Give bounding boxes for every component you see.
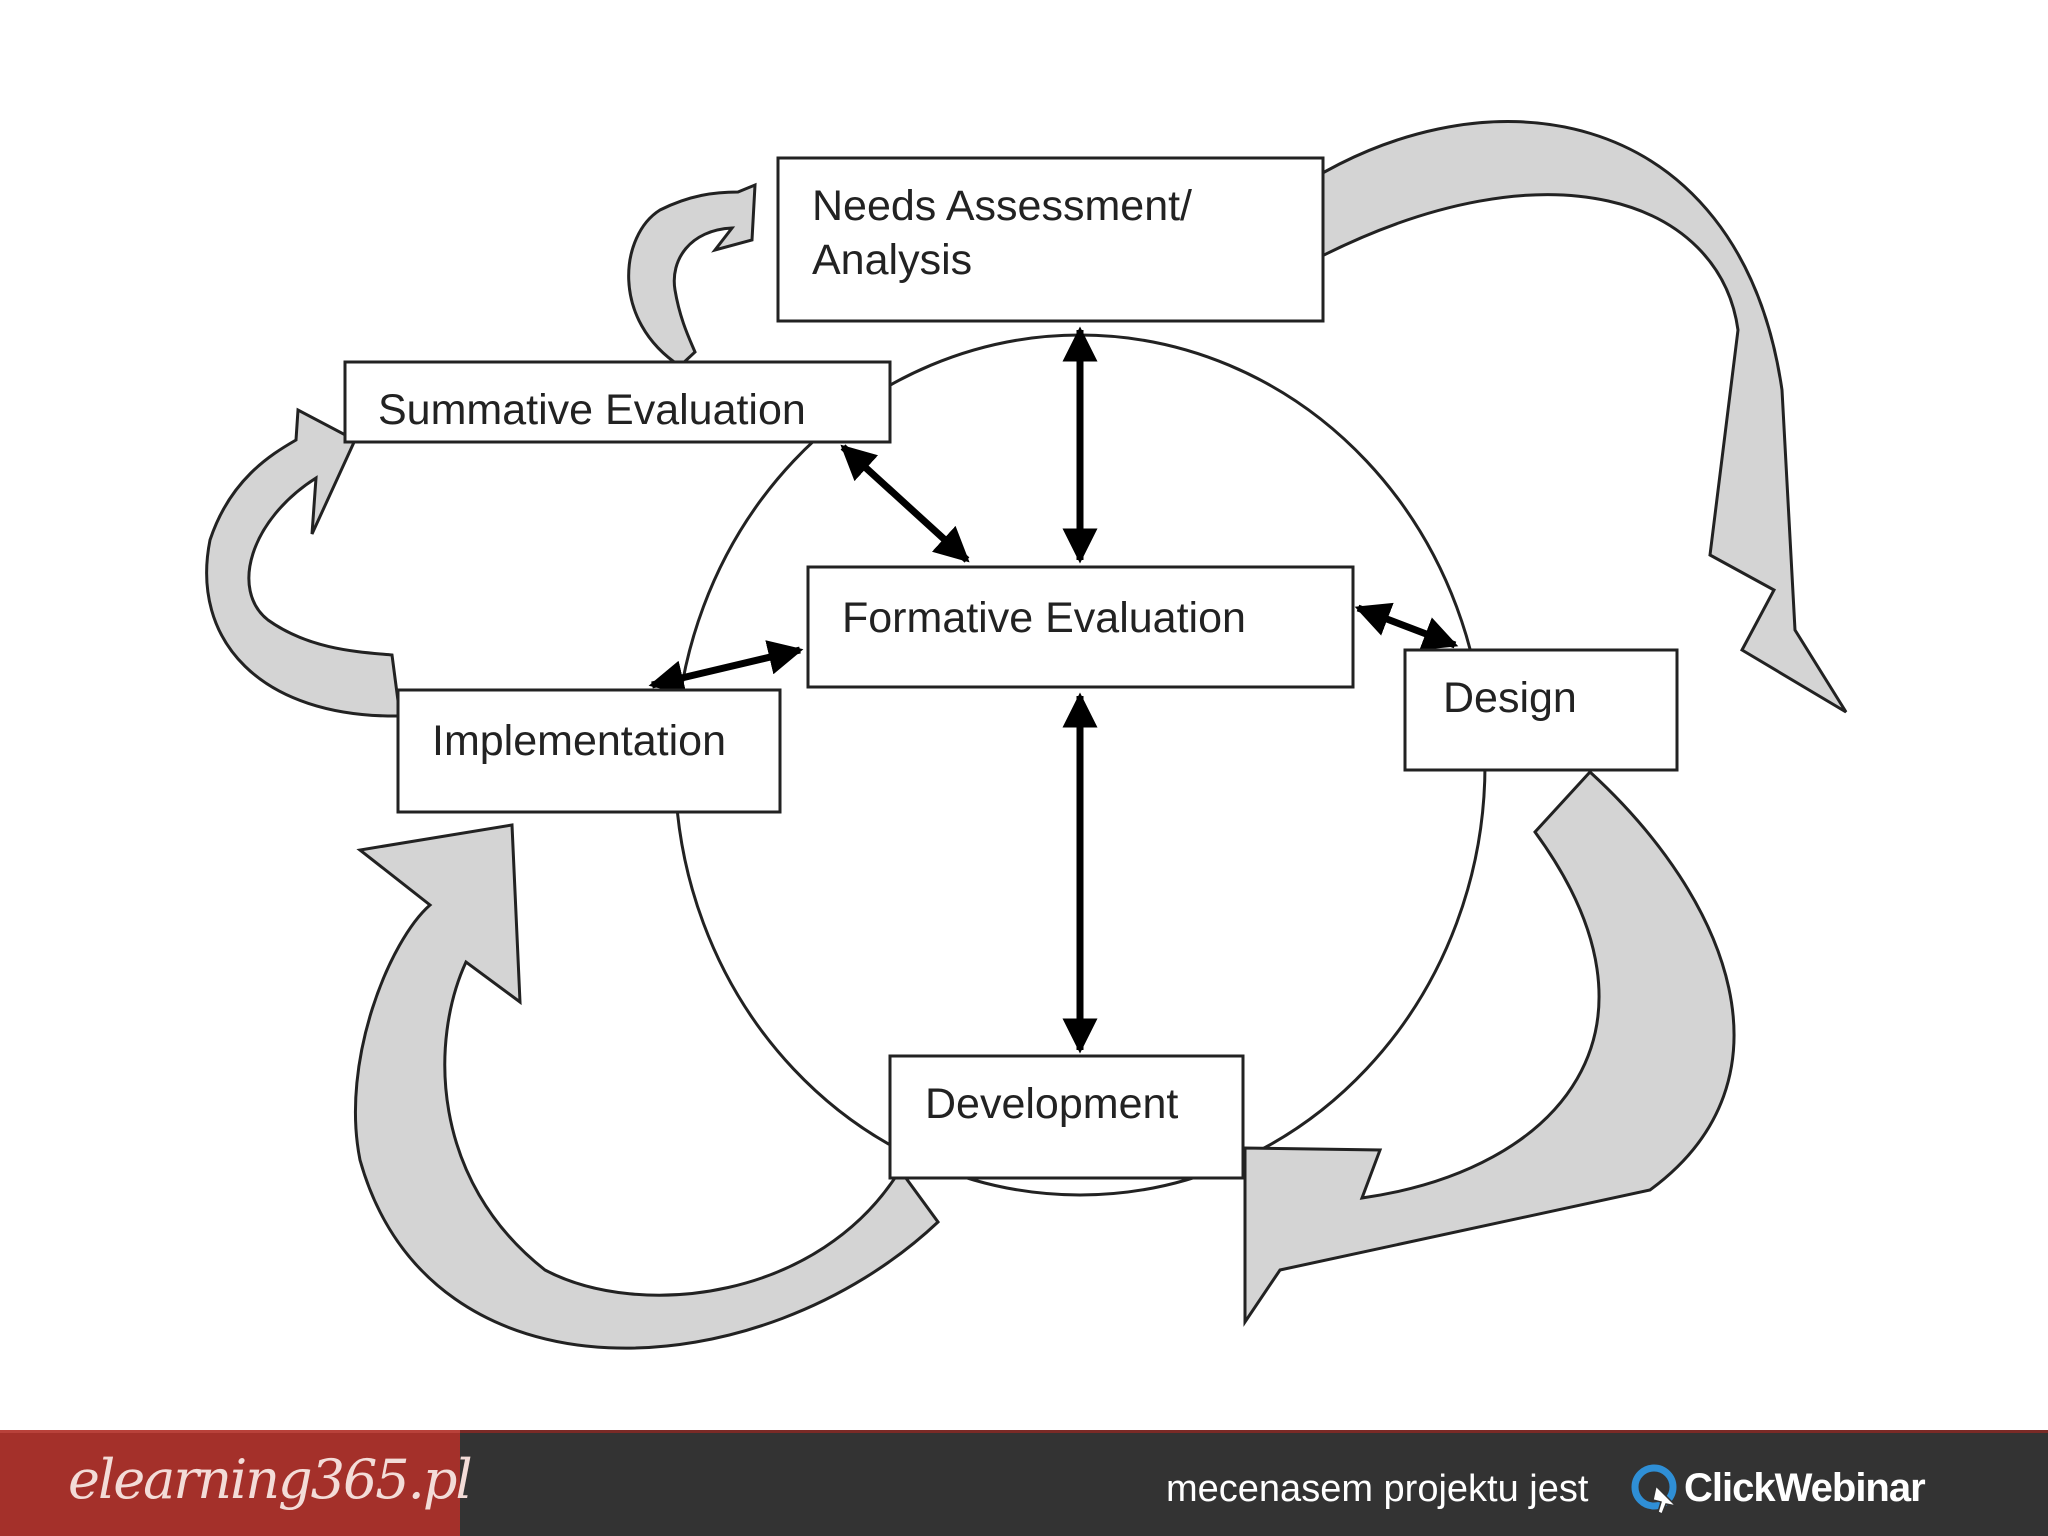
node-needs-assessment-line1: Needs Assessment/ [812,182,1192,230]
sponsor-text: mecenasem projektu jest [1166,1468,1589,1510]
curved-arrow-design-to-development [1243,769,1736,1327]
connector-summative-formative [840,444,970,563]
node-implementation: Implementation [396,688,782,814]
footer-bar: elearning365.pl mecenasem projektu jest … [0,1430,2048,1536]
node-development: Development [888,1054,1245,1180]
curved-arrow-needs-to-design [1281,120,1848,714]
curved-arrow-implementation-to-summative [205,407,402,718]
node-formative-evaluation: Formative Evaluation [806,565,1355,689]
connector-formative-implementation [648,640,804,695]
node-summative-evaluation-label: Summative Evaluation [378,386,806,434]
node-summative-evaluation: Summative Evaluation [343,360,892,444]
footer-left-accent [0,1430,460,1433]
node-design: Design [1403,648,1679,772]
footer-top-rule [460,1430,2048,1433]
node-formative-evaluation-label: Formative Evaluation [842,594,1246,642]
footer-brand-panel: elearning365.pl [0,1430,473,1536]
node-development-label: Development [925,1080,1178,1128]
curved-arrow-summative-to-needs [627,182,757,368]
curved-arrow-development-to-implementation [354,823,940,1350]
slide: Needs Assessment/ Analysis Summative Eva… [205,120,1848,1350]
clickwebinar-logo-icon[interactable] [1628,1460,1684,1516]
node-implementation-label: Implementation [432,717,726,765]
sponsor-name[interactable]: ClickWebinar [1684,1466,1926,1510]
instructional-design-diagram: Needs Assessment/ Analysis Summative Eva… [205,120,1848,1350]
node-needs-assessment-line2: Analysis [812,236,972,284]
brand-logo-text[interactable]: elearning365.pl [68,1448,473,1511]
node-needs-assessment: Needs Assessment/ Analysis [776,156,1325,323]
connector-formative-design [1354,602,1459,651]
node-design-label: Design [1443,674,1577,722]
